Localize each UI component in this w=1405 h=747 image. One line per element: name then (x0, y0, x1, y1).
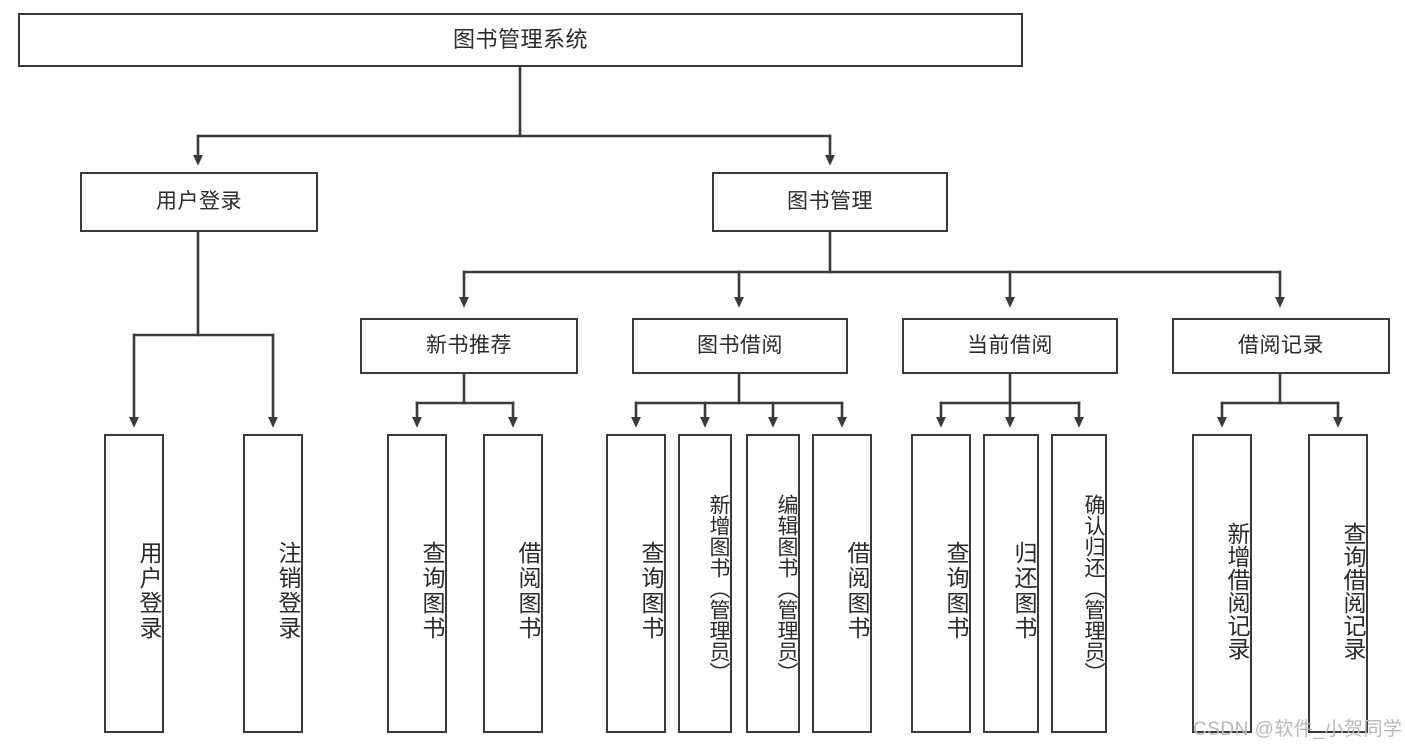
node-book-management-label: 图书管理 (787, 189, 873, 213)
leaf-borrow-record-query[interactable]: 查询借阅记录 (1308, 434, 1368, 733)
leaf-new-book-query[interactable]: 查询图书 (387, 434, 447, 733)
leaf-current-borrow-return-label: 归还图书 (1011, 540, 1037, 641)
csdn-watermark: CSDN @软件_小贺同学 (1193, 719, 1403, 740)
leaf-current-borrow-return[interactable]: 归还图书 (983, 434, 1039, 733)
node-book-management[interactable]: 图书管理 (712, 172, 948, 232)
leaf-user-login-logout-label: 注销登录 (275, 540, 301, 641)
leaf-book-borrow-add[interactable]: 新增图书（管理员） (678, 434, 732, 733)
node-new-book-recommend[interactable]: 新书推荐 (360, 318, 578, 374)
leaf-book-borrow-edit-label: 编辑图书（管理员） (775, 494, 798, 683)
leaf-book-borrow-query[interactable]: 查询图书 (606, 434, 666, 733)
node-book-borrow[interactable]: 图书借阅 (632, 318, 848, 374)
node-new-book-recommend-label: 新书推荐 (426, 333, 512, 357)
node-borrow-record[interactable]: 借阅记录 (1172, 318, 1390, 374)
node-user-login[interactable]: 用户登录 (80, 172, 318, 232)
leaf-current-borrow-query[interactable]: 查询图书 (911, 434, 971, 733)
leaf-book-borrow-add-label: 新增图书（管理员） (707, 494, 730, 683)
node-borrow-record-label: 借阅记录 (1238, 333, 1324, 357)
leaf-current-borrow-confirm-label: 确认归还（管理员） (1082, 494, 1105, 683)
leaf-new-book-borrow-label: 借阅图书 (515, 540, 541, 641)
leaf-new-book-query-label: 查询图书 (419, 540, 445, 641)
leaf-borrow-record-add[interactable]: 新增借阅记录 (1192, 434, 1252, 733)
node-current-borrow[interactable]: 当前借阅 (902, 318, 1118, 374)
node-user-login-label: 用户登录 (156, 189, 242, 213)
leaf-book-borrow-query-label: 查询图书 (638, 540, 664, 641)
node-current-borrow-label: 当前借阅 (967, 333, 1053, 357)
leaf-user-login-login[interactable]: 用户登录 (104, 434, 164, 733)
leaf-new-book-borrow[interactable]: 借阅图书 (483, 434, 543, 733)
leaf-user-login-login-label: 用户登录 (136, 540, 162, 641)
leaf-book-borrow-borrow[interactable]: 借阅图书 (812, 434, 872, 733)
leaf-borrow-record-query-label: 查询借阅记录 (1340, 521, 1366, 660)
leaf-current-borrow-query-label: 查询图书 (943, 540, 969, 641)
leaf-book-borrow-edit[interactable]: 编辑图书（管理员） (746, 434, 800, 733)
node-root-system-label: 图书管理系统 (452, 27, 588, 53)
leaf-user-login-logout[interactable]: 注销登录 (243, 434, 303, 733)
leaf-borrow-record-add-label: 新增借阅记录 (1224, 521, 1250, 660)
node-root-system[interactable]: 图书管理系统 (18, 13, 1023, 67)
leaf-book-borrow-borrow-label: 借阅图书 (844, 540, 870, 641)
node-book-borrow-label: 图书借阅 (697, 333, 783, 357)
leaf-current-borrow-confirm[interactable]: 确认归还（管理员） (1051, 434, 1107, 733)
